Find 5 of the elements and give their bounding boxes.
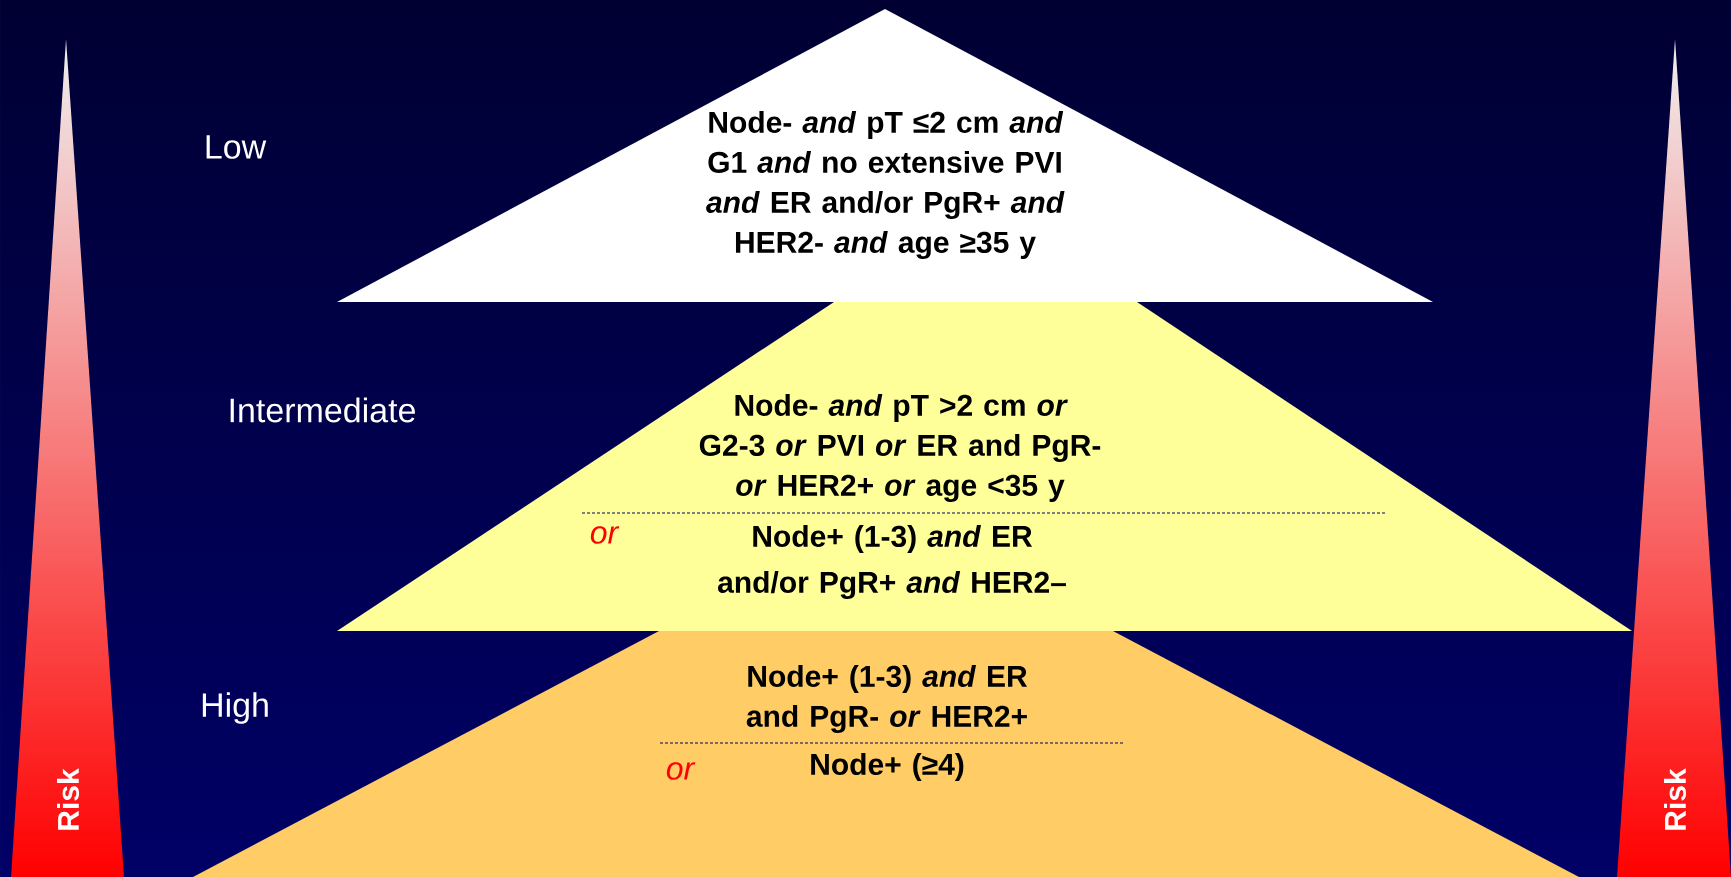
tier-label: High <box>202 692 268 724</box>
risk-wedge: Risk <box>57 768 80 830</box>
triangle: Node- and pT ≤2 cm and G1 and no extensive PVI and ER and/or PgR+ and HER2- and age ≥35 y <box>337 9 1433 302</box>
risk-wedge: Risk <box>1664 768 1687 830</box>
tier-label: Low <box>206 135 267 159</box>
